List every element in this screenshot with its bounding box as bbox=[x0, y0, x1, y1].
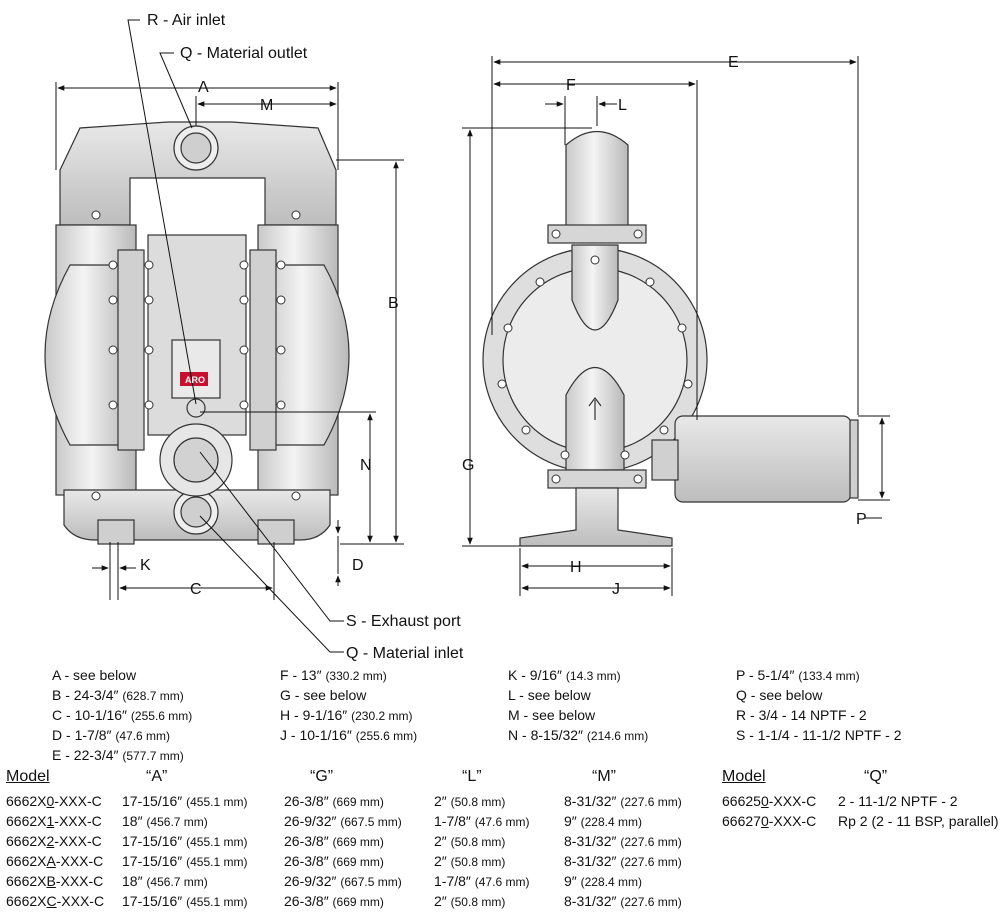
q-table-header-model: Model bbox=[722, 768, 766, 785]
table-cell-l: 2″ (50.8 mm) bbox=[434, 853, 506, 869]
legend-item: H - 9-1/16″ (230.2 mm) bbox=[280, 707, 413, 723]
dim-label-c: C bbox=[190, 581, 202, 598]
table-cell-g: 26-3/8″ (669 mm) bbox=[284, 793, 384, 809]
model-table-header-model: Model bbox=[6, 768, 50, 785]
dim-label-b: B bbox=[388, 295, 399, 312]
legend-item: R - 3/4 - 14 NPTF - 2 bbox=[736, 707, 867, 723]
pump-dimension-drawing: R - Air inlet Q - Material outlet S - Ex… bbox=[44, 12, 890, 662]
callout-leaders bbox=[127, 19, 344, 653]
dim-label-n: N bbox=[360, 457, 372, 474]
right-flange bbox=[249, 249, 277, 451]
table-cell-m: 8-31/32″ (227.6 mm) bbox=[564, 833, 682, 849]
legend-item: P - 5-1/4″ (133.4 mm) bbox=[736, 667, 860, 683]
legend-item: E - 22-3/4″ (577.7 mm) bbox=[52, 747, 184, 763]
model-number: 666270-XXX-C bbox=[722, 813, 817, 829]
legend-item: D - 1-7/8″ (47.6 mm) bbox=[52, 727, 171, 743]
label-air-inlet: R - Air inlet bbox=[147, 12, 226, 29]
dim-label-p: P bbox=[856, 511, 867, 528]
q-table-header-q: “Q” bbox=[864, 768, 888, 785]
dim-label-m: M bbox=[260, 97, 273, 114]
dim-label-d: D bbox=[352, 557, 364, 574]
model-number: 6662X1-XXX-C bbox=[6, 813, 102, 829]
legend-item: B - 24-3/4″ (628.7 mm) bbox=[52, 687, 184, 703]
table-cell-m: 8-31/32″ (227.6 mm) bbox=[564, 893, 682, 909]
table-cell-a: 18″ (456.7 mm) bbox=[122, 813, 208, 829]
model-number: 666250-XXX-C bbox=[722, 793, 817, 809]
brand-logo: ARO bbox=[185, 375, 205, 385]
left-flange bbox=[117, 249, 145, 451]
table-cell-m: 9″ (228.4 mm) bbox=[564, 873, 642, 889]
dim-label-l: L bbox=[618, 97, 627, 114]
table-cell-g: 26-3/8″ (669 mm) bbox=[284, 853, 384, 869]
side-muffler bbox=[674, 415, 852, 503]
table-cell-g: 26-9/32″ (667.5 mm) bbox=[284, 813, 402, 829]
side-view bbox=[482, 131, 859, 547]
table-cell-l: 1-7/8″ (47.6 mm) bbox=[434, 873, 530, 889]
table-cell-q: 2 - 11-1/2 NPTF - 2 bbox=[838, 793, 958, 809]
dim-label-f: F bbox=[566, 77, 576, 94]
table-cell-a: 17-15/16″ (455.1 mm) bbox=[122, 793, 248, 809]
model-number: 6662XA-XXX-C bbox=[6, 853, 104, 869]
table-cell-g: 26-3/8″ (669 mm) bbox=[284, 833, 384, 849]
left-diaphragm-housing bbox=[44, 264, 131, 446]
table-cell-l: 2″ (50.8 mm) bbox=[434, 833, 506, 849]
table-cell-g: 26-9/32″ (667.5 mm) bbox=[284, 873, 402, 889]
label-material-outlet: Q - Material outlet bbox=[180, 45, 308, 62]
drawing-labels: R - Air inlet Q - Material outlet S - Ex… bbox=[140, 12, 867, 662]
legend-item: Q - see below bbox=[736, 687, 823, 703]
legend-item: N - 8-15/32″ (214.6 mm) bbox=[508, 727, 649, 743]
front-view bbox=[44, 121, 350, 545]
model-number: 6662X2-XXX-C bbox=[6, 833, 102, 849]
side-check-upper bbox=[571, 244, 619, 331]
model-table-header-l: “L” bbox=[462, 768, 482, 785]
legend-item: A - see below bbox=[52, 667, 137, 683]
table-cell-l: 2″ (50.8 mm) bbox=[434, 893, 506, 909]
label-exhaust-port: S - Exhaust port bbox=[346, 613, 461, 630]
model-number: 6662XB-XXX-C bbox=[6, 873, 104, 889]
model-number: 6662XC-XXX-C bbox=[6, 893, 105, 909]
label-material-inlet: Q - Material inlet bbox=[346, 645, 464, 662]
table-cell-m: 8-31/32″ (227.6 mm) bbox=[564, 853, 682, 869]
model-table-header-g: “G” bbox=[310, 768, 334, 785]
right-diaphragm-housing bbox=[263, 264, 350, 446]
table-cell-a: 18″ (456.7 mm) bbox=[122, 873, 208, 889]
table-cell-l: 1-7/8″ (47.6 mm) bbox=[434, 813, 530, 829]
legend-item: K - 9/16″ (14.3 mm) bbox=[508, 667, 621, 683]
dim-label-h: H bbox=[570, 559, 582, 576]
table-cell-q: Rp 2 (2 - 11 BSP, parallel) bbox=[838, 813, 999, 829]
brand-badge bbox=[180, 372, 208, 386]
legend-item: M - see below bbox=[508, 707, 596, 723]
left-foot bbox=[97, 519, 135, 545]
model-table-header-m: “M” bbox=[592, 768, 616, 785]
legend-item: S - 1-1/4 - 11-1/2 NPTF - 2 bbox=[736, 727, 902, 743]
table-cell-m: 8-31/32″ (227.6 mm) bbox=[564, 793, 682, 809]
table-cell-m: 9″ (228.4 mm) bbox=[564, 813, 642, 829]
table-cell-a: 17-15/16″ (455.1 mm) bbox=[122, 833, 248, 849]
table-cell-g: 26-3/8″ (669 mm) bbox=[284, 893, 384, 909]
model-table-header-a: “A” bbox=[146, 768, 168, 785]
model-number: 6662X0-XXX-C bbox=[6, 793, 102, 809]
legend-item: C - 10-1/16″ (255.6 mm) bbox=[52, 707, 193, 723]
dim-label-k: K bbox=[140, 557, 151, 574]
side-inlet-base bbox=[519, 487, 673, 547]
dim-label-e: E bbox=[728, 54, 739, 71]
table-cell-a: 17-15/16″ (455.1 mm) bbox=[122, 853, 248, 869]
dim-label-g: G bbox=[462, 457, 474, 474]
legend-item: L - see below bbox=[508, 687, 591, 703]
dim-label-a: A bbox=[198, 79, 209, 96]
legend-item: F - 13″ (330.2 mm) bbox=[280, 667, 387, 683]
right-foot bbox=[257, 519, 295, 545]
air-valve bbox=[171, 339, 221, 399]
legend-item: G - see below bbox=[280, 687, 367, 703]
side-outlet-elbow bbox=[565, 131, 629, 236]
legend-item: J - 10-1/16″ (255.6 mm) bbox=[280, 727, 418, 743]
dim-label-j: J bbox=[612, 581, 620, 598]
table-cell-l: 2″ (50.8 mm) bbox=[434, 793, 506, 809]
side-dimension-lines bbox=[462, 56, 890, 596]
table-cell-a: 17-15/16″ (455.1 mm) bbox=[122, 893, 248, 909]
front-dimension-lines bbox=[55, 82, 404, 600]
